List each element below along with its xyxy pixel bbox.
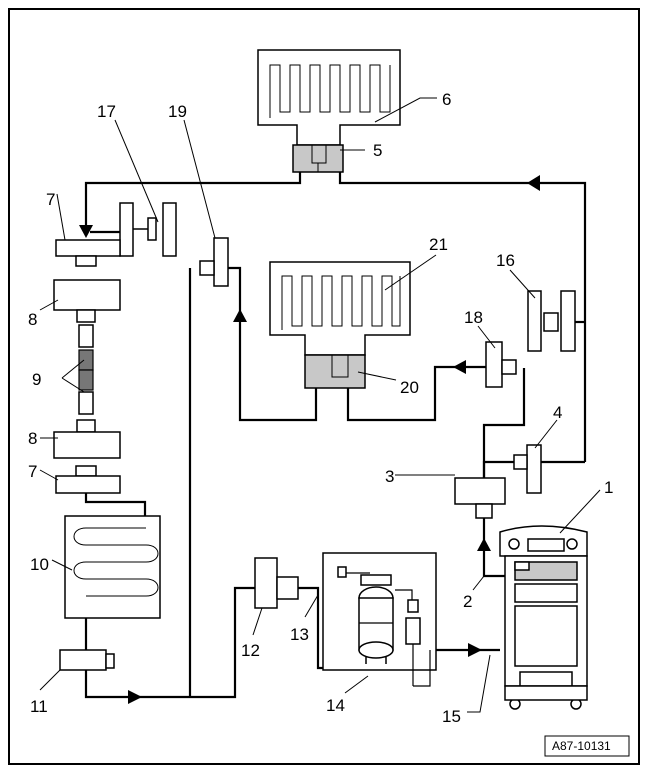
- callout-2: 2: [463, 592, 472, 611]
- callout-13: 13: [290, 625, 309, 644]
- valve-12: [254, 557, 299, 609]
- valve-block-20: [304, 354, 366, 389]
- callout-7: 7: [46, 190, 55, 209]
- callout-19: 19: [168, 102, 187, 121]
- arrow-up: [233, 309, 247, 322]
- adapter-3: [454, 477, 506, 519]
- callout-21: 21: [429, 235, 448, 254]
- callout-16: 16: [496, 251, 515, 270]
- adapter-11: [59, 649, 115, 671]
- adapter-7-bottom: [55, 465, 121, 494]
- diagram-border: [8, 8, 640, 765]
- callout-6: 6: [442, 90, 451, 109]
- callout-15: 15: [442, 707, 461, 726]
- callout-11: 11: [30, 697, 48, 716]
- hose-9: [78, 324, 94, 415]
- arrow-up-2: [477, 538, 491, 551]
- heat-exchanger-6: [257, 49, 401, 173]
- callout-17: 17: [97, 102, 116, 121]
- arrow-down: [79, 225, 93, 238]
- pipe-lines: [84, 172, 587, 699]
- ac-service-station-1: [499, 525, 588, 710]
- callout-8-lower: 8: [28, 429, 37, 448]
- leader-lines: [39, 97, 601, 713]
- fitting-17: [119, 202, 177, 257]
- fitting-4: [513, 444, 542, 494]
- callout-labels: 1 2 3 4 5 6 7 8 9 10 11 12 13 14 15 16 1…: [28, 90, 613, 726]
- heat-exchanger-21: [269, 261, 411, 389]
- arrow-right: [128, 690, 142, 704]
- callout-8: 8: [28, 310, 37, 329]
- callout-4: 4: [553, 403, 562, 422]
- callout-12: 12: [241, 641, 260, 660]
- figure-reference-box: A87-10131: [544, 735, 630, 757]
- callout-18: 18: [464, 308, 483, 327]
- fitting-16: [527, 290, 576, 352]
- callout-5: 5: [373, 141, 382, 160]
- arrow-left: [527, 175, 540, 191]
- fitting-19: [199, 237, 229, 287]
- adapter-7-top: [55, 239, 121, 267]
- callout-1: 1: [604, 478, 613, 497]
- arrow-left-2: [453, 360, 466, 374]
- callout-9: 9: [32, 370, 41, 389]
- flow-arrows: [79, 175, 540, 704]
- callout-3: 3: [385, 467, 394, 486]
- callout-7-lower: 7: [28, 462, 37, 481]
- heat-exchanger-10: [64, 515, 161, 619]
- figure-ref-label: A87-10131: [552, 739, 611, 753]
- filter-unit-14: [322, 552, 437, 687]
- arrow-right-2: [468, 643, 482, 657]
- adapter-8-bottom: [53, 419, 121, 459]
- callout-10: 10: [30, 555, 49, 574]
- callout-20: 20: [400, 378, 419, 397]
- callout-14: 14: [326, 696, 345, 715]
- fitting-18: [485, 341, 517, 388]
- adapter-8-top: [53, 279, 121, 323]
